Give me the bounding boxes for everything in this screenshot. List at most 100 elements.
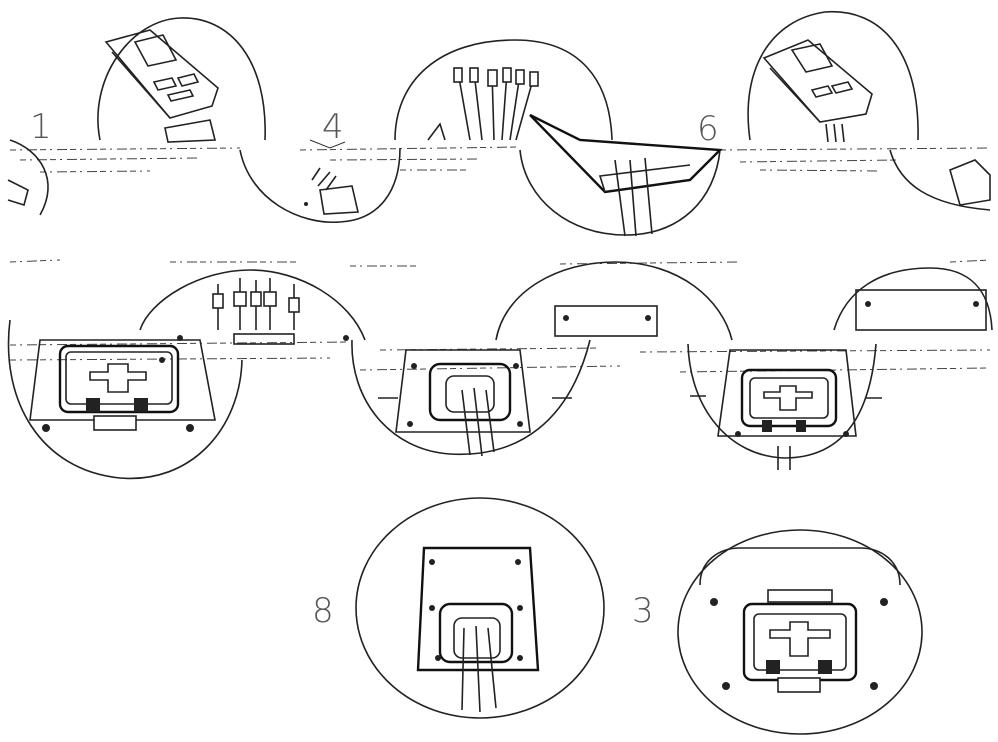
- screw: [865, 301, 871, 307]
- frame-outer: [395, 349, 531, 433]
- step-label-1: 1: [30, 107, 52, 147]
- cover-plate: [554, 305, 658, 337]
- wire-block: [319, 185, 359, 215]
- console-edge: [769, 67, 821, 123]
- connector-plug: [263, 291, 277, 307]
- mount-plate: [93, 415, 137, 431]
- detail-circle: [97, 17, 266, 141]
- connector-plug: [529, 71, 539, 87]
- faceplate: [58, 344, 180, 414]
- cable: [461, 387, 495, 457]
- band-line-3: [39, 169, 881, 173]
- detail-faceplate-2: [687, 343, 882, 470]
- cover-plate: [416, 546, 540, 672]
- screw: [645, 315, 651, 321]
- cable-boot: [438, 602, 514, 664]
- frame-outer: [29, 339, 216, 421]
- cross-cutout: [769, 621, 831, 657]
- detail-connectors-2: [139, 269, 366, 345]
- circle-edge-left: [9, 139, 49, 216]
- faceplate: [742, 602, 858, 682]
- detail-circle: [495, 261, 733, 341]
- detail-cover-1: [495, 261, 733, 341]
- connector-plug: [212, 293, 224, 309]
- screw-long: [777, 446, 791, 470]
- cross-cutout: [763, 385, 813, 411]
- screw: [517, 421, 523, 427]
- bracket-fragment: [7, 179, 29, 207]
- screw: [735, 431, 741, 437]
- console-key: [810, 85, 834, 98]
- band-line-top: [9, 259, 991, 267]
- detail-console-2: [747, 11, 919, 143]
- detail-circle: [139, 269, 366, 341]
- cross-cutout: [89, 363, 147, 393]
- wire: [457, 71, 535, 141]
- screw: [973, 301, 979, 307]
- faceplate: [740, 368, 838, 428]
- screw: [429, 605, 435, 611]
- screw: [304, 202, 308, 206]
- faceplate-inner: [749, 377, 829, 419]
- wire: [311, 167, 337, 191]
- step-label-6: 6: [697, 109, 719, 149]
- screw: [563, 315, 569, 321]
- cable: [461, 625, 497, 713]
- step-label-8: 8: [312, 591, 334, 631]
- connector: [762, 420, 772, 432]
- cover-plate: [855, 289, 987, 331]
- connector-plug: [469, 67, 479, 83]
- detail-console-1: [97, 17, 266, 143]
- connector-plug: [515, 69, 525, 85]
- detail-faceplate-1: [7, 319, 243, 480]
- console-screen: [133, 34, 178, 67]
- detail-circle: [239, 147, 401, 223]
- console-screen: [790, 43, 834, 73]
- cable-boot-inner: [445, 375, 495, 413]
- frame-outer: [717, 349, 857, 437]
- row-2: [7, 259, 993, 480]
- detail-circle: [677, 529, 923, 735]
- bracket-fragment: [949, 159, 991, 206]
- connector: [86, 398, 100, 412]
- housing-top: [699, 547, 901, 586]
- band-line-2: [9, 357, 991, 373]
- screw: [159, 357, 165, 363]
- connector: [309, 139, 346, 149]
- screw: [843, 431, 849, 437]
- connector-plug: [502, 67, 512, 83]
- band-line-1: [9, 146, 991, 151]
- connector: [766, 660, 780, 674]
- screw: [186, 424, 194, 432]
- screw: [710, 598, 718, 606]
- screw: [722, 682, 730, 690]
- console-body: [762, 39, 873, 123]
- housing-edge: [598, 164, 691, 193]
- console-edge: [111, 51, 171, 119]
- detail-circle: [355, 497, 605, 719]
- screw: [435, 655, 441, 661]
- cable-boot: [428, 362, 512, 422]
- screw: [517, 655, 523, 661]
- bolt: [690, 395, 882, 399]
- detail-circle: [833, 267, 993, 331]
- detail-circle: [351, 339, 591, 456]
- faceplate-inner: [753, 613, 847, 671]
- slot: [767, 589, 833, 603]
- console-key: [166, 89, 195, 102]
- band-line-2: [19, 157, 901, 163]
- faceplate-inner: [65, 351, 173, 405]
- connector-plug: [250, 291, 262, 307]
- step-label-3: 3: [632, 591, 654, 631]
- console-body: [104, 29, 219, 119]
- detail-circle: [7, 319, 243, 480]
- wire: [825, 123, 845, 143]
- bracket-fragment: [427, 122, 446, 141]
- row-1: 1 4: [7, 11, 991, 237]
- detail-cable-housing: [351, 339, 591, 457]
- detail-circle: [394, 39, 613, 141]
- screw: [343, 335, 349, 341]
- detail-wires-1: [239, 139, 401, 223]
- detail-cover-2: [833, 267, 993, 331]
